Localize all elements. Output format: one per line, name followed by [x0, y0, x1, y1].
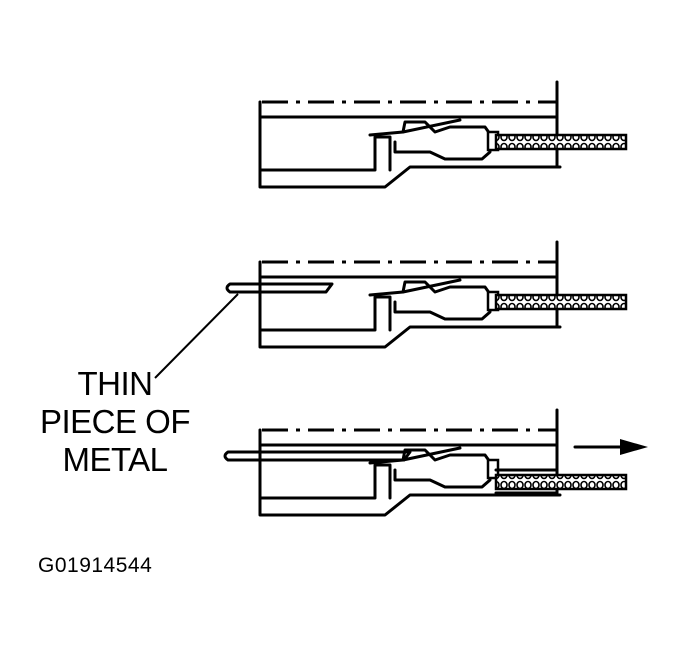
- connector-step-1: [258, 80, 628, 189]
- connector-step-3: [223, 408, 628, 517]
- thin-metal-tool: [223, 450, 412, 462]
- thin-metal-tool: [225, 282, 334, 294]
- callout-leader: [154, 293, 239, 379]
- callout-line-1: THIN: [77, 365, 154, 402]
- pull-arrow-icon: [573, 439, 648, 455]
- connector-step-2: [225, 240, 628, 349]
- wire: [494, 133, 628, 151]
- wire: [494, 293, 628, 311]
- wire: [494, 473, 628, 491]
- callout-label: THIN PIECE OF METAL: [30, 365, 200, 479]
- callout-line-3: METAL: [62, 441, 168, 478]
- callout-line-2: PIECE OF: [39, 403, 191, 440]
- figure-id: G01914544: [38, 554, 153, 577]
